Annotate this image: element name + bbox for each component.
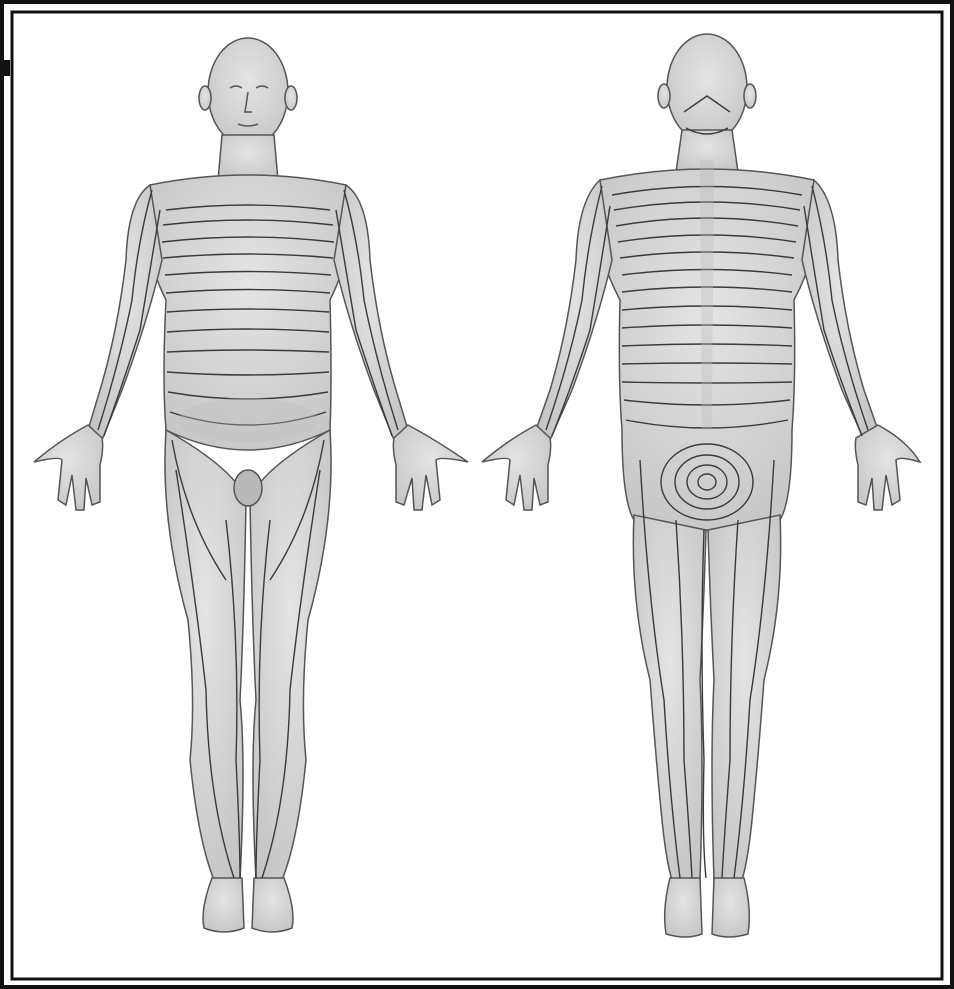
posterior-ear-left xyxy=(658,84,670,108)
anterior-foot-left xyxy=(203,878,244,932)
anterior-neck xyxy=(218,135,278,180)
posterior-head xyxy=(667,34,747,142)
posterior-ear-right xyxy=(744,84,756,108)
anterior-pelvic-detail xyxy=(234,470,262,506)
posterior-foot-right xyxy=(712,878,749,937)
anterior-ear-right xyxy=(285,86,297,110)
anterior-ear-left xyxy=(199,86,211,110)
anterior-foot-right xyxy=(252,878,293,932)
posterior-foot-left xyxy=(665,878,702,937)
frame-tab xyxy=(0,60,10,76)
